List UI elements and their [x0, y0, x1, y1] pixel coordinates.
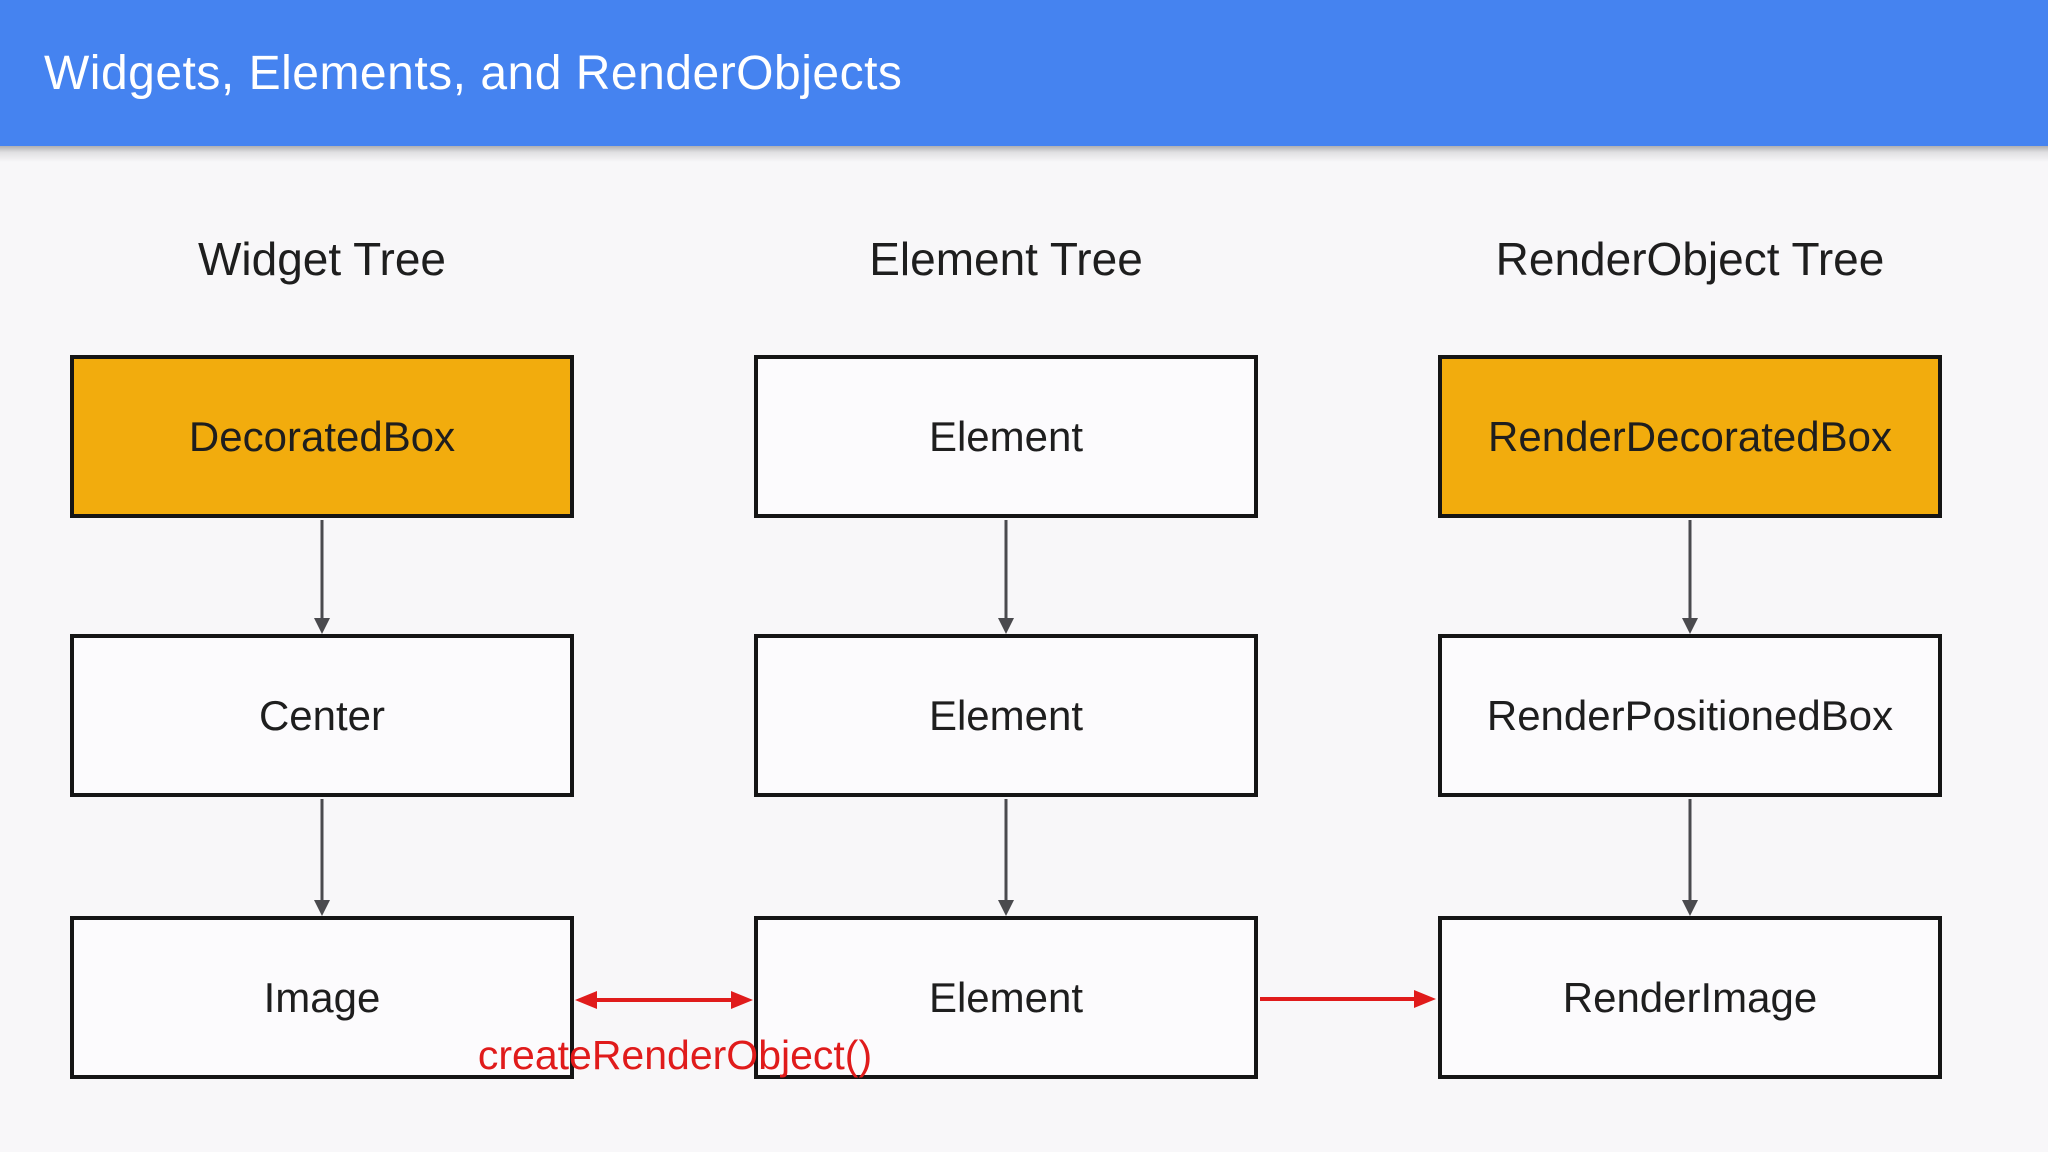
arrow-center-to-image — [314, 799, 330, 916]
node-renderimage: RenderImage — [1438, 916, 1942, 1079]
arrow-renderpositionedbox-to-renderimage — [1682, 799, 1698, 916]
arrow-renderdecoratedbox-to-renderpositionedbox — [1682, 520, 1698, 634]
node-center: Center — [70, 634, 574, 797]
arrow-element-to-renderimage — [1260, 990, 1436, 1008]
header-bar: Widgets, Elements, and RenderObjects — [0, 0, 2048, 146]
create-render-object-label: createRenderObject() — [477, 1032, 873, 1078]
node-element-3: Element — [754, 916, 1258, 1079]
node-decoratedbox: DecoratedBox — [70, 355, 574, 518]
node-renderpositionedbox: RenderPositionedBox — [1438, 634, 1942, 797]
header-shadow — [0, 146, 2048, 162]
column-title-element-tree: Element Tree — [869, 233, 1143, 285]
node-element-2: Element — [754, 634, 1258, 797]
node-renderdecoratedbox: RenderDecoratedBox — [1438, 355, 1942, 518]
page-title: Widgets, Elements, and RenderObjects — [44, 46, 903, 100]
arrow-decoratedbox-to-center — [314, 520, 330, 634]
node-image: Image — [70, 916, 574, 1079]
column-title-renderobject-tree: RenderObject Tree — [1495, 233, 1885, 285]
arrow-element1-to-element2 — [998, 520, 1014, 634]
node-element-1: Element — [754, 355, 1258, 518]
arrow-image-element-bidirectional — [575, 991, 753, 1009]
arrow-element2-to-element3 — [998, 799, 1014, 916]
column-title-widget-tree: Widget Tree — [198, 233, 446, 285]
